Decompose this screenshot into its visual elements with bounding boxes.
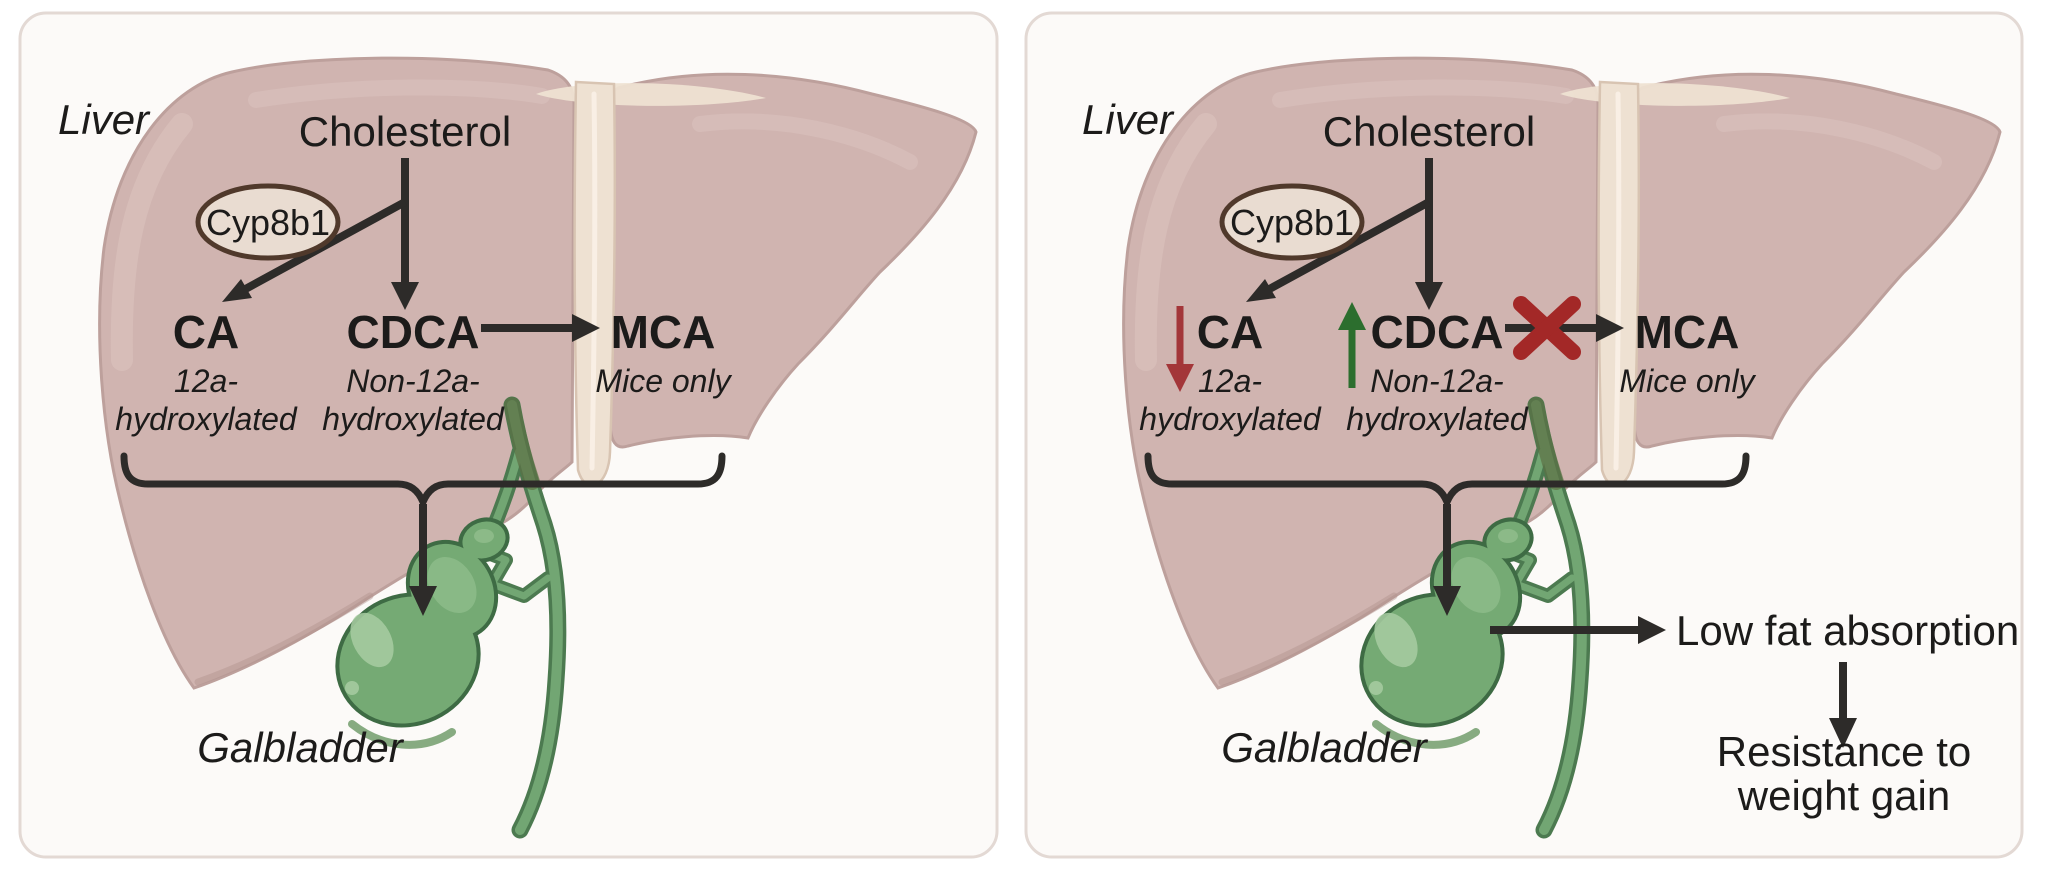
liver-highlight-top: [248, 79, 550, 108]
cholesterol-label: Cholesterol: [299, 108, 511, 155]
liver-highlight-right: [692, 113, 918, 170]
node-ca-sub1: 12a-: [174, 363, 238, 399]
node-mca-sub1: Mice only: [1619, 363, 1756, 399]
underbrace: [1144, 452, 1750, 512]
ligament-highlight: [589, 91, 598, 471]
liver-highlight: [110, 113, 193, 371]
node-ca-sub2: hydroxylated: [115, 401, 298, 437]
liver-illustration: [98, 56, 978, 690]
arrowhead-gallbladder: [1433, 586, 1461, 616]
node-mca-sub1: Mice only: [595, 363, 732, 399]
ligament-highlight: [1613, 91, 1622, 471]
outcome-low-fat-absorption: Low fat absorption: [1676, 607, 2019, 654]
outcome-flow: [1490, 616, 1857, 748]
liver-highlight-right: [1716, 113, 1942, 170]
gallbladder-neck-highlight: [1451, 557, 1501, 613]
collection-brace: [120, 452, 726, 616]
node-mca: MCA: [1635, 306, 1740, 358]
arrowhead-mca: [1596, 314, 1624, 342]
collection-brace: [1144, 452, 1750, 616]
node-cdca: CDCA: [1371, 306, 1504, 358]
gallbladder-highlight-dot: [1369, 681, 1383, 695]
node-cdca-sub1: Non-12a-: [346, 363, 479, 399]
gallbladder-illustration: [335, 517, 510, 749]
arrowhead-gallbladder: [409, 586, 437, 616]
liver-right-lobe: [608, 72, 978, 449]
region-label-liver: Liver: [58, 96, 151, 143]
panel-wildtype: Cyp8b1 Liver Cholesterol CA 12a- hydroxy…: [18, 11, 999, 859]
blocked-x-icon: [1513, 296, 1581, 360]
gallbladder-inner-shadow: [348, 720, 456, 749]
gallbladder-highlight: [350, 612, 394, 668]
panel-cyp8b1-deficient-canvas: Cyp8b1 Liver Cholesterol CA 12a- hydroxy…: [1024, 11, 2024, 859]
arrowhead-mca: [572, 314, 600, 342]
arrowhead-cdca: [391, 282, 419, 310]
outcome-resistance-line1: Resistance to: [1717, 728, 1971, 775]
gallbladder-highlight-dot: [345, 681, 359, 695]
gallbladder-illustration: [1359, 517, 1534, 749]
node-cdca-sub2: hydroxylated: [322, 401, 505, 437]
arrowhead-outcome: [1638, 616, 1666, 644]
liver-bottom-shadow: [1218, 592, 1398, 686]
enzyme-label: Cyp8b1: [206, 202, 330, 243]
gallbladder-knob-highlight: [474, 529, 494, 543]
pathway-arrows: [1166, 158, 1624, 392]
arrowhead-resistance: [1829, 718, 1857, 748]
organ-label-gallbladder: Galbladder: [197, 724, 404, 771]
duct-liver-shadow: [504, 397, 540, 490]
region-label-liver: Liver: [1082, 96, 1175, 143]
node-ca: CA: [1197, 306, 1263, 358]
cyp8b1-enzyme-badge: Cyp8b1: [1219, 183, 1365, 261]
gallbladder-knob-highlight: [1498, 529, 1518, 543]
enzyme-label: Cyp8b1: [1230, 202, 1354, 243]
cyp8b1-enzyme-badge: Cyp8b1: [195, 183, 341, 261]
node-ca-sub2: hydroxylated: [1139, 401, 1322, 437]
outcome-resistance-line2: weight gain: [1737, 772, 1950, 819]
gallbladder-inner-shadow: [1372, 720, 1480, 749]
decrease-arrow-icon: [1166, 306, 1194, 392]
arrowhead-ca: [222, 279, 252, 302]
liver-right-lobe: [1632, 72, 2002, 449]
node-mca: MCA: [611, 306, 716, 358]
panel-cyp8b1-deficient: Cyp8b1 Liver Cholesterol CA 12a- hydroxy…: [1024, 0, 2048, 883]
enzyme-ellipse: [1219, 183, 1365, 261]
node-ca-sub1: 12a-: [1198, 363, 1262, 399]
cholesterol-label: Cholesterol: [1323, 108, 1535, 155]
gallbladder-highlight: [1374, 612, 1418, 668]
enzyme-ellipse: [195, 183, 341, 261]
node-ca: CA: [173, 306, 239, 358]
organ-label-gallbladder: Galbladder: [1221, 724, 1428, 771]
node-cdca-sub1: Non-12a-: [1370, 363, 1503, 399]
node-cdca-sub2: hydroxylated: [1346, 401, 1529, 437]
duct-liver-shadow: [1528, 397, 1564, 490]
liver-highlight: [1134, 113, 1217, 371]
arrowhead-ca: [1246, 279, 1276, 302]
node-cdca: CDCA: [347, 306, 480, 358]
panel-wildtype-canvas: Cyp8b1 Liver Cholesterol CA 12a- hydroxy…: [18, 11, 999, 859]
underbrace: [120, 452, 726, 512]
gallbladder-neck-highlight: [427, 557, 477, 613]
liver-highlight-top: [1272, 79, 1574, 108]
arrowhead-cdca: [1415, 282, 1443, 310]
liver-bottom-shadow: [194, 592, 374, 686]
increase-arrow-icon: [1338, 302, 1366, 388]
